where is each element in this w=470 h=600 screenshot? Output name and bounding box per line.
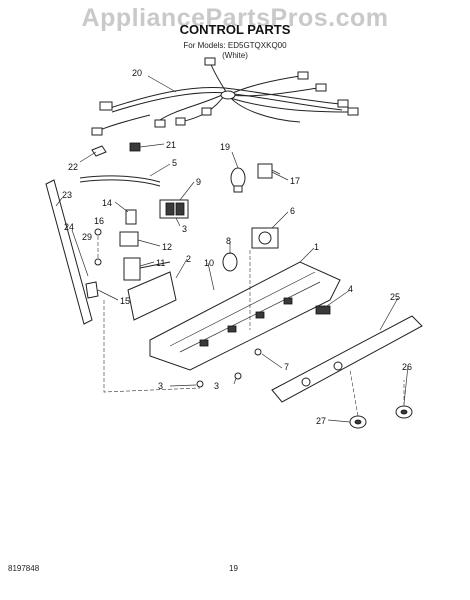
part-14 (125, 209, 137, 225)
part-15 (85, 281, 99, 299)
callout-9: 9 (196, 177, 201, 187)
bracket-12 (119, 231, 139, 247)
callout-24: 24 (64, 222, 74, 232)
rod-23 (45, 179, 93, 325)
wire-harness (91, 57, 359, 136)
callout-20: 20 (132, 68, 142, 78)
switch-4 (315, 305, 331, 315)
page-number: 19 (229, 564, 238, 573)
model-line: For Models: ED5GTQXKQ00 (183, 41, 287, 50)
callout-10: 10 (204, 258, 214, 268)
callout-27: 27 (316, 416, 326, 426)
watermark: AppliancePartsPros.com (81, 4, 389, 32)
panel-25 (271, 315, 423, 403)
callout-5: 5 (172, 158, 177, 168)
callout-19: 19 (220, 142, 230, 152)
knob-8 (222, 252, 238, 272)
callout-11: 11 (156, 258, 165, 268)
callout-23: 23 (62, 190, 72, 200)
screw-3a (196, 380, 204, 388)
page-title: CONTROL PARTS (179, 22, 291, 37)
callout-12: 12 (162, 242, 172, 252)
document-number: 8197848 (8, 564, 40, 573)
color-line: (White) (222, 51, 248, 60)
clip-22 (91, 145, 107, 157)
callout-25: 25 (390, 292, 400, 302)
callout-3-lower-right: 3 (214, 381, 219, 391)
callout-6: 6 (290, 206, 295, 216)
screw-7 (254, 348, 262, 356)
callout-7: 7 (284, 362, 289, 372)
screw-29 (94, 258, 102, 266)
callout-17: 17 (290, 176, 300, 186)
thermostat-11 (123, 257, 141, 281)
callout-15: 15 (120, 296, 130, 306)
callout-29: 29 (82, 232, 92, 242)
screw-3b (234, 372, 242, 380)
lamp-socket-17 (257, 163, 273, 179)
callout-16: 16 (94, 216, 104, 226)
callout-3: 3 (182, 224, 187, 234)
control-housing-1 (149, 261, 341, 371)
callout-4: 4 (348, 284, 353, 294)
screw-16 (94, 228, 102, 236)
callout-3-lower-left: 3 (158, 381, 163, 391)
callout-2: 2 (186, 254, 191, 264)
callout-14: 14 (102, 198, 112, 208)
tube-5 (79, 175, 161, 183)
callout-26: 26 (402, 362, 412, 372)
bracket-2 (127, 271, 177, 321)
connector-21 (129, 142, 141, 152)
callout-21: 21 (166, 140, 176, 150)
callout-22: 22 (68, 162, 78, 172)
lamp-bulb-19 (230, 167, 246, 189)
callout-8: 8 (226, 236, 231, 246)
callout-1: 1 (314, 242, 319, 252)
